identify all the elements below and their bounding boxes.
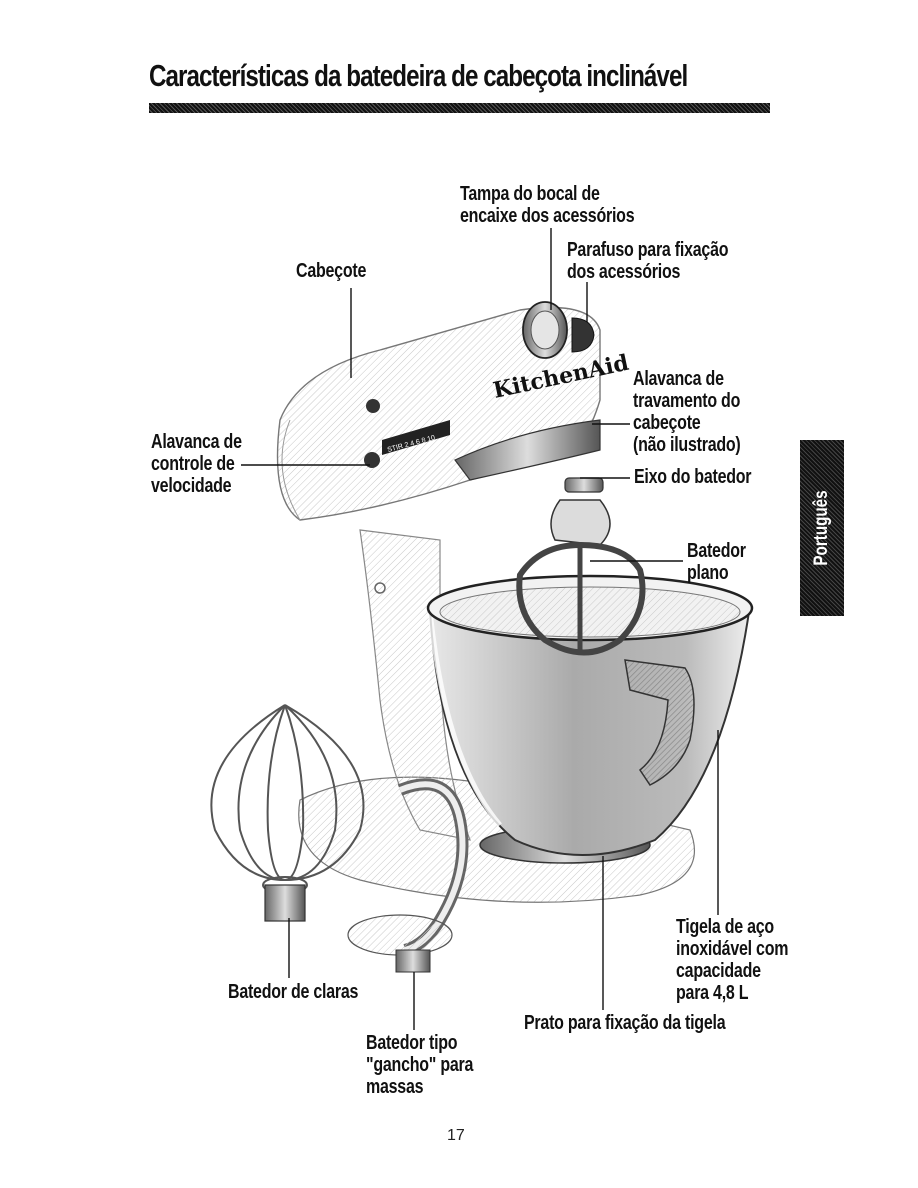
title-rule — [149, 103, 770, 113]
label-beater-shaft: Eixo do batedor — [634, 466, 752, 488]
label-motor-head: Cabeçote — [296, 260, 367, 282]
attachment-knob — [571, 317, 595, 353]
label-bowl-clamping-plate: Prato para fixação da tigela — [524, 1012, 726, 1034]
label-wire-whip: Batedor de claras — [228, 981, 359, 1003]
speed-control-knob — [364, 452, 380, 468]
language-tab: Português — [800, 440, 844, 616]
wire-whip — [210, 704, 365, 894]
beater-shaft — [564, 477, 604, 493]
leader-lines — [241, 228, 719, 1030]
dough-hook — [347, 778, 469, 973]
label-attachment-knob: Parafuso para fixação dos acessórios — [567, 239, 729, 283]
label-dough-hook: Batedor tipo "gancho" para massas — [366, 1032, 474, 1098]
label-flat-beater: Batedor plano — [687, 540, 746, 584]
page-title: Características da batedeira de cabeçota… — [149, 58, 688, 93]
label-head-lock-lever: Alavanca de travamento do cabeçote (não … — [633, 368, 741, 456]
bowl-handle — [624, 659, 695, 786]
page-number: 17 — [447, 1127, 465, 1144]
label-speed-control-lever: Alavanca de controle de velocidade — [151, 431, 242, 497]
head-band — [454, 419, 601, 481]
label-steel-bowl: Tigela de aço inoxidável com capacidade … — [676, 916, 789, 1004]
label-attachment-hub-cover: Tampa do bocal de encaixe dos acessórios — [460, 183, 635, 227]
head-lock-screw — [366, 399, 380, 413]
flat-beater — [516, 541, 646, 656]
